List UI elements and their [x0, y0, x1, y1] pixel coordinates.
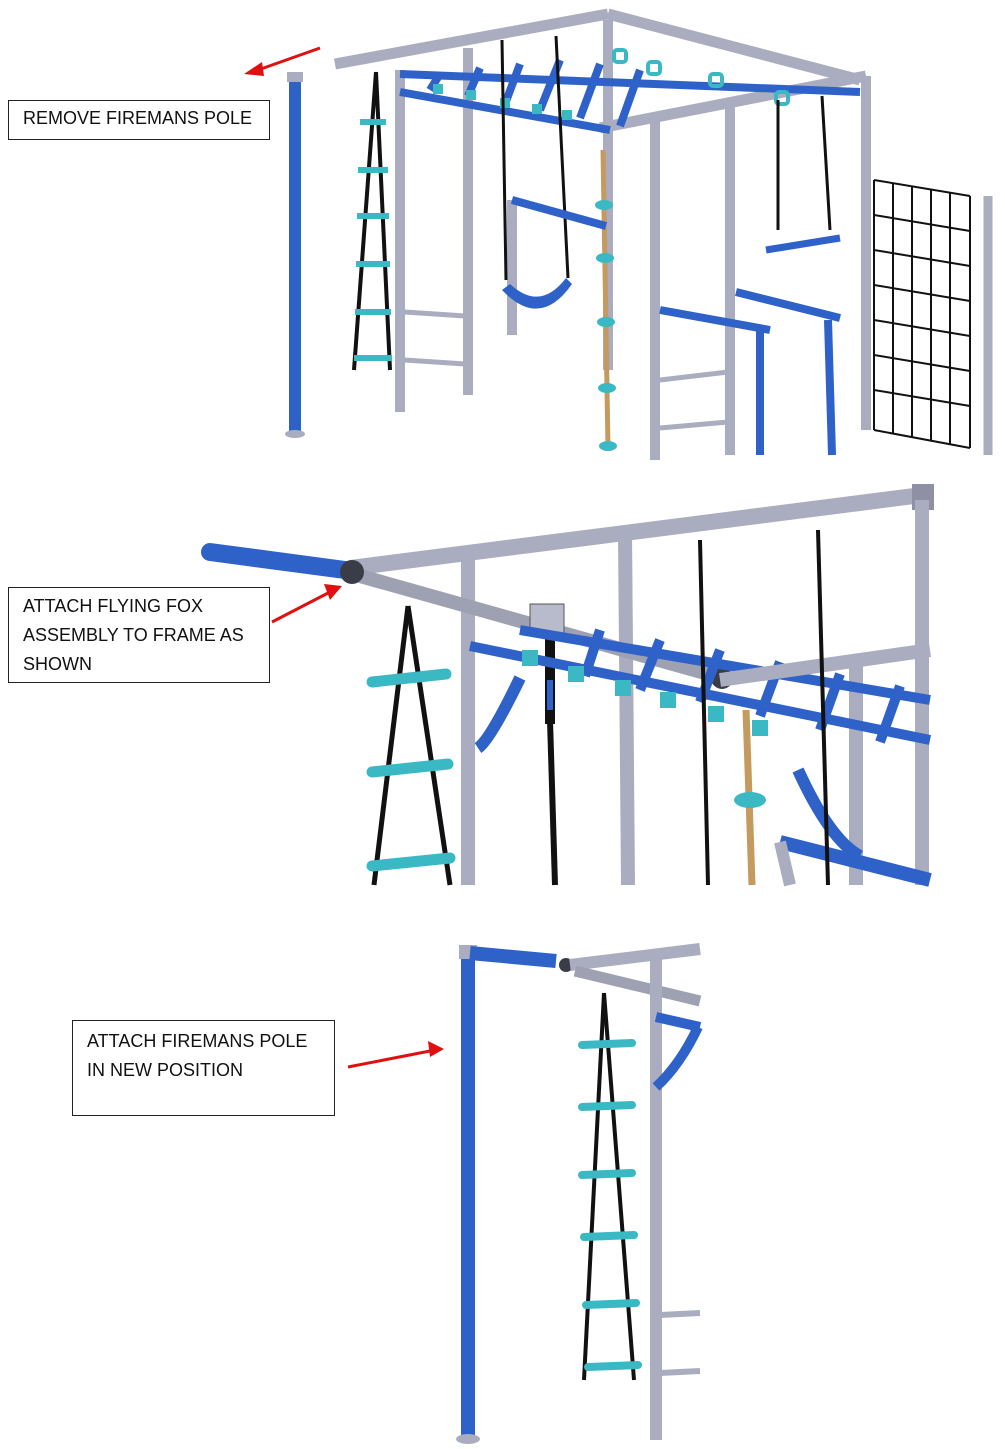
lower-post: [774, 840, 796, 887]
rope-ladder: [578, 992, 642, 1381]
swing-seat: [500, 35, 572, 309]
top-frame-beams: [569, 943, 702, 1007]
side-handle-right: [792, 767, 864, 862]
step-2-callout: ATTACH FLYING FOX ASSEMBLY TO FRAME AS S…: [8, 587, 270, 683]
frame-ladder-rungs: [659, 1310, 701, 1376]
step-2-illustration: [201, 484, 934, 887]
monkey-bar-end: [654, 1012, 702, 1032]
trapeze-bar: [765, 95, 841, 254]
side-bars: [510, 196, 841, 456]
attach-pole-arrow: [347, 1041, 444, 1069]
step-3-label-line1: ATTACH FIREMANS POLE: [87, 1031, 308, 1051]
top-frame-beam: [348, 484, 934, 576]
step-1-illustration: [244, 8, 993, 460]
step-3-illustration: [347, 943, 703, 1444]
side-handle: [474, 675, 526, 753]
attach-direction-arrow: [271, 584, 342, 624]
remove-direction-arrow: [244, 46, 321, 76]
monkey-bars: [468, 625, 932, 745]
upper-cross-beam: [719, 643, 931, 687]
firemans-pole-installed: [456, 945, 573, 1444]
bar-clamps: [433, 84, 572, 120]
side-handle: [652, 1024, 703, 1091]
gym-rings: [612, 48, 790, 106]
step-2-label-line3: SHOWN: [23, 654, 92, 674]
rope-ladder: [352, 71, 392, 371]
step-1-callout: REMOVE FIREMANS POLE: [8, 100, 270, 140]
step-3-diagram: [0, 935, 1005, 1449]
climbing-rope: [595, 149, 617, 451]
step-2-label-line2: ASSEMBLY TO FRAME AS: [23, 625, 244, 645]
climbing-rope: [734, 709, 766, 886]
firemans-pole-removed: [285, 72, 305, 438]
flying-fox-trolley: [529, 603, 565, 886]
cargo-net: [873, 179, 971, 449]
lower-bar: [778, 835, 932, 887]
bar-clamps: [522, 650, 768, 736]
step-3-label-line2: IN NEW POSITION: [87, 1060, 244, 1080]
hanging-ropes: [698, 529, 830, 886]
step-2-diagram: [0, 480, 1005, 890]
step-1-label: REMOVE FIREMANS POLE: [23, 108, 253, 128]
step-3-callout: ATTACH FIREMANS POLE IN NEW POSITION: [72, 1020, 335, 1116]
step-2-label-line1: ATTACH FLYING FOX: [23, 596, 204, 616]
step-1-diagram: [0, 0, 1005, 465]
rope-ladder: [366, 605, 456, 886]
frame-ladder-rungs: [404, 309, 729, 431]
